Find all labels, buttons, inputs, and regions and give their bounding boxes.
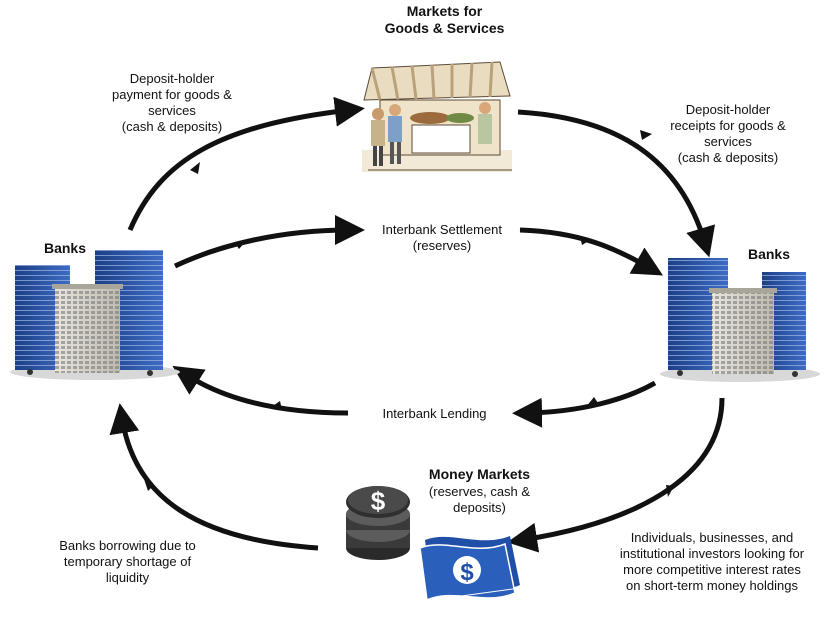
payment-label-line3: services: [148, 103, 196, 118]
coins-stack-icon: $: [346, 486, 410, 560]
banks-right-label: Banks: [747, 246, 791, 262]
money-markets-sub-line1: (reserves, cash &: [428, 484, 531, 499]
investors-label: Individuals, businesses, and institution…: [598, 530, 826, 594]
arrow-lending-left: [172, 365, 349, 416]
money-markets-title: Money Markets: [428, 466, 531, 482]
receipts-label-line4: (cash & deposits): [677, 150, 779, 165]
receipts-label-line1: Deposit-holder: [685, 102, 771, 117]
banks-left-label: Banks: [43, 240, 87, 256]
bank-buildings-icon-right: [660, 258, 820, 382]
dollar-bill-icon: $: [419, 536, 521, 602]
borrowing-label-line2: temporary shortage of: [63, 554, 192, 569]
svg-text:$: $: [371, 486, 386, 516]
payment-label-line1: Deposit-holder: [129, 71, 215, 86]
arrow-lending-right: [512, 380, 657, 428]
svg-text:$: $: [460, 559, 474, 586]
receipts-label: Deposit-holder receipts for goods & serv…: [648, 102, 808, 166]
arrow-settlement-left: [173, 215, 365, 269]
goods-markets-title-line2: Goods & Services: [384, 20, 505, 36]
payment-label-line4: (cash & deposits): [121, 119, 223, 134]
arrow-settlement-right: [519, 227, 664, 276]
money-markets-sub-line2: deposits): [453, 500, 506, 515]
lending-label: Interbank Lending: [382, 406, 487, 421]
payment-label: Deposit-holder payment for goods & servi…: [92, 71, 252, 135]
bank-buildings-icon-left: [10, 250, 180, 380]
investors-label-line4: on short-term money holdings: [626, 578, 798, 593]
arrow-payment: [127, 96, 365, 231]
goods-markets-title: Markets for Goods & Services: [372, 3, 517, 37]
borrowing-label: Banks borrowing due to temporary shortag…: [40, 538, 215, 586]
borrowing-label-line1: Banks borrowing due to: [59, 538, 196, 553]
settlement-label: Interbank Settlement (reserves): [362, 222, 522, 254]
investors-label-line2: institutional investors looking for: [619, 546, 805, 561]
investors-label-line3: more competitive interest rates: [623, 562, 801, 577]
money-markets-subtitle: (reserves, cash & deposits): [412, 484, 547, 516]
payment-label-line2: payment for goods &: [112, 87, 232, 102]
arrow-investors: [507, 397, 725, 553]
settlement-label-line2: (reserves): [412, 238, 472, 253]
arrow-borrowing: [109, 403, 319, 551]
goods-markets-title-line1: Markets for: [406, 3, 483, 19]
arrow-receipts: [517, 109, 716, 258]
investors-label-line1: Individuals, businesses, and: [630, 530, 794, 545]
receipts-label-line2: receipts for goods &: [670, 118, 786, 133]
settlement-label-line1: Interbank Settlement: [382, 222, 502, 237]
borrowing-label-line3: liquidity: [105, 570, 150, 585]
receipts-label-line3: services: [704, 134, 752, 149]
market-stall-icon: [362, 61, 512, 172]
